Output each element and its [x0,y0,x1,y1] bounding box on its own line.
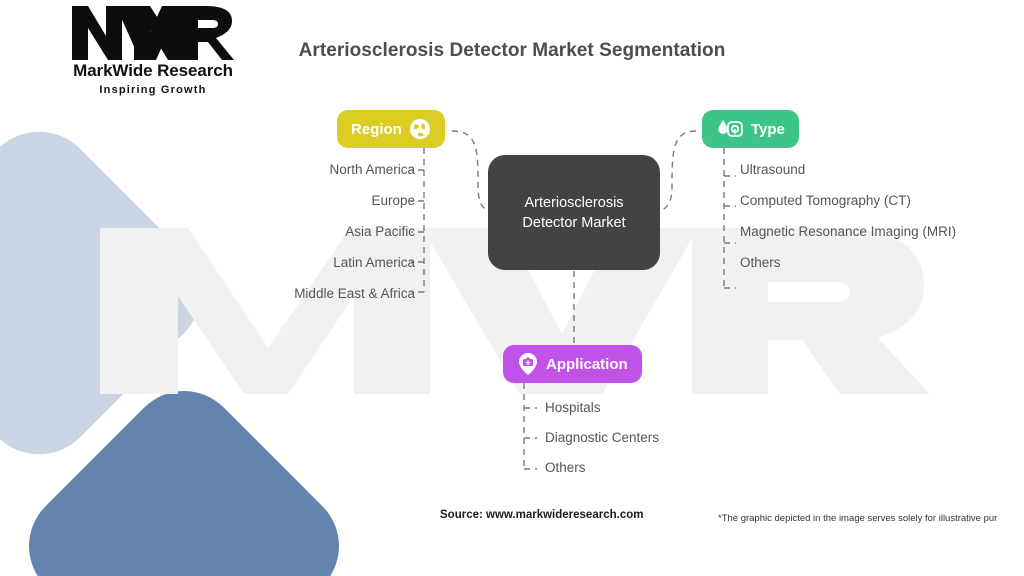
leaf-item: Middle East & Africa [294,286,415,301]
center-node: Arteriosclerosis Detector Market [488,155,660,270]
brand-name: MarkWide Research [73,61,233,80]
leaf-item: Europe [371,193,415,208]
leaf-item: Others [740,255,781,270]
leaf-list-type: Ultrasound Computed Tomography (CT) Magn… [740,160,1002,284]
leaf-list-region: North America Europe Asia Pacific Latin … [180,160,415,315]
disclaimer-note: *The graphic depicted in the image serve… [718,513,998,524]
leaf-item: Asia Pacific [345,224,415,239]
leaf-item: Ultrasound [740,162,806,177]
center-node-label: Arteriosclerosis Detector Market [522,194,626,231]
branch-badge-type[interactable]: Type [702,110,799,148]
branch-label-application: Application [546,355,628,373]
connector-type-to-center [655,130,697,212]
connector-region-to-center [451,130,493,212]
leaf-item: Latin America [333,255,415,270]
logo-mark-icon [72,6,234,60]
globe-icon [409,118,431,140]
branch-badge-application[interactable]: Application [503,345,642,383]
leaf-item: Hospitals [545,400,601,415]
branch-label-type: Type [751,120,785,138]
branch-badge-region[interactable]: Region [337,110,445,148]
branch-label-region: Region [351,120,402,138]
page-title: Arteriosclerosis Detector Market Segment… [298,40,726,61]
source-citation: Source: www.markwideresearch.com [440,509,644,521]
brand-tagline: Inspiring Growth [99,84,207,96]
leaf-item: North America [329,162,415,177]
map-pin-hospital-icon [517,352,539,376]
leaf-item: Magnetic Resonance Imaging (MRI) [740,224,957,239]
stubs-type [724,175,736,289]
droplet-scan-icon [716,118,744,140]
brand-logo: MarkWide Research Inspiring Growth [62,6,244,96]
leaf-list-application: Hospitals Diagnostic Centers Others [545,398,765,488]
leaf-item: Computed Tomography (CT) [740,193,911,208]
leaf-item: Others [545,460,586,475]
leaf-item: Diagnostic Centers [545,430,660,445]
stubs-application [524,407,537,470]
